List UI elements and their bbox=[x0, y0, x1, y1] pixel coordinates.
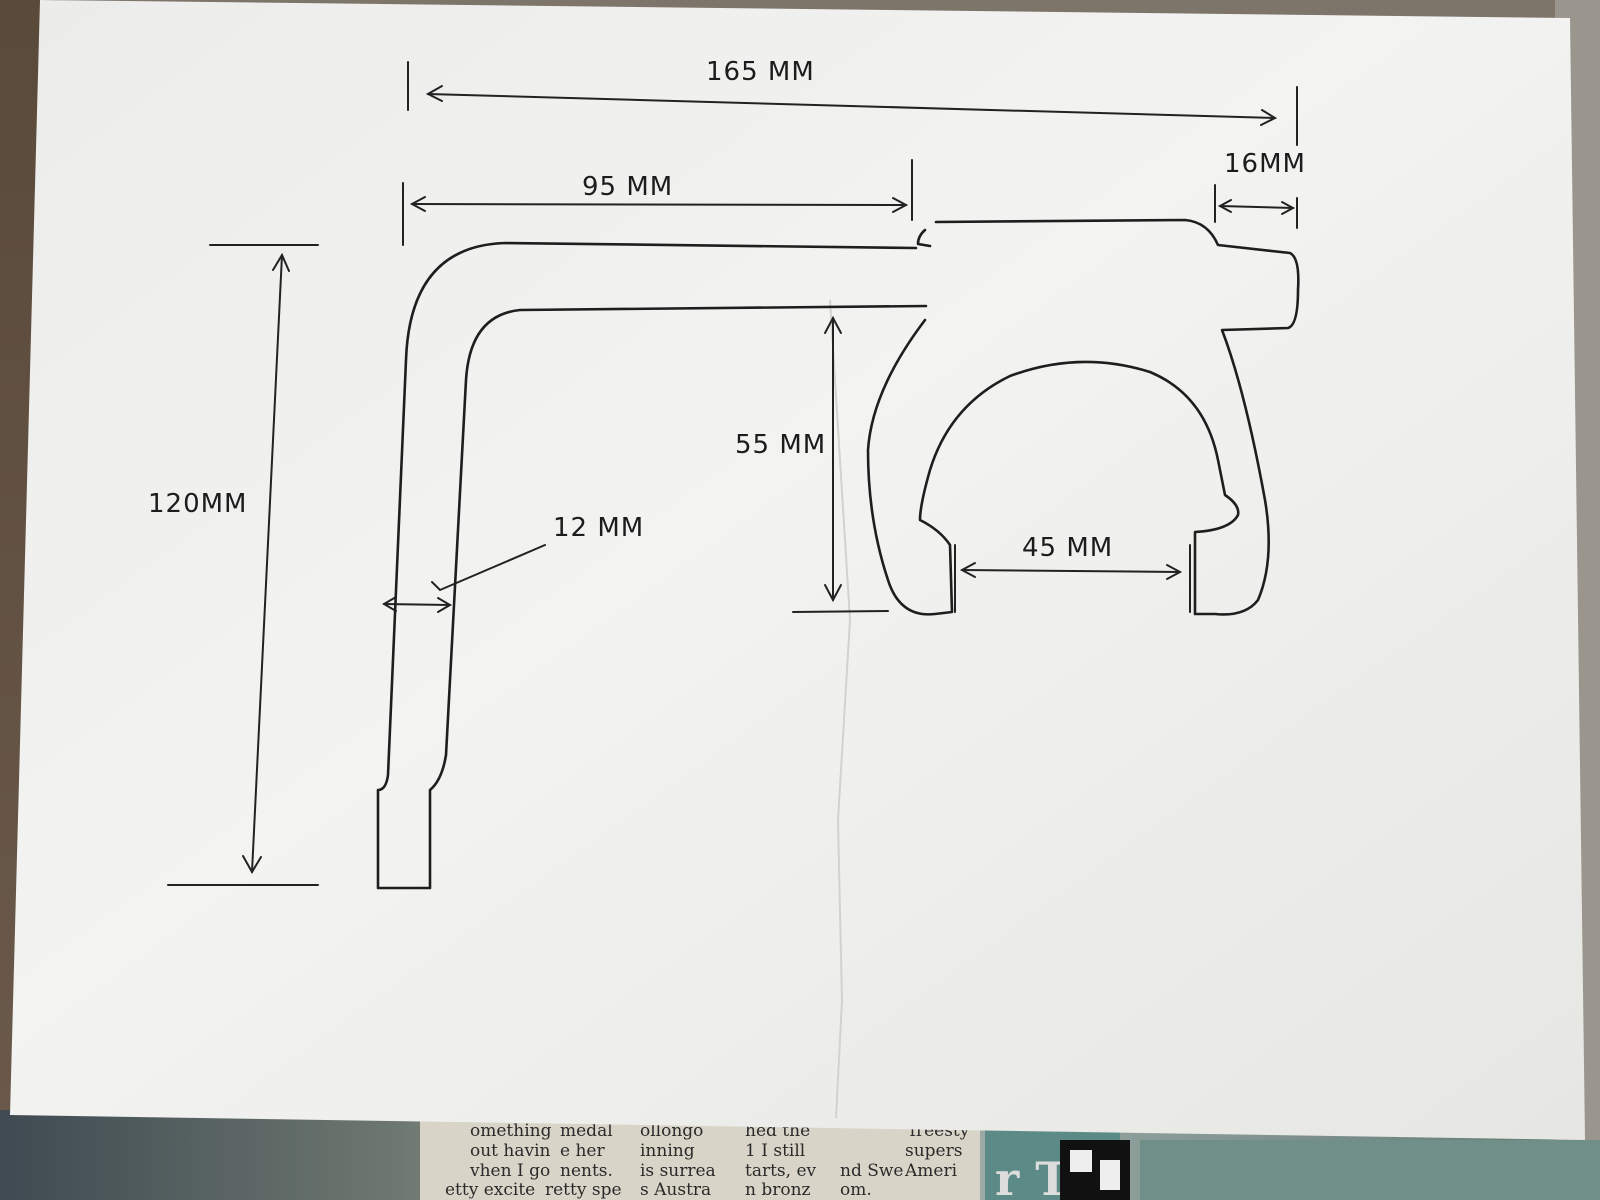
paper-sheet bbox=[10, 0, 1585, 1140]
label-tab-width: 16MM bbox=[1224, 149, 1306, 179]
label-thickness: 12 MM bbox=[553, 513, 644, 543]
label-overall-width: 165 MM bbox=[706, 57, 815, 87]
news-line: Ameri bbox=[904, 1161, 958, 1181]
dim-overall-width: 165 MM bbox=[407, 57, 1298, 146]
news-line: inning bbox=[640, 1141, 695, 1161]
news-line: nents. bbox=[560, 1161, 613, 1181]
news-line: 1 I still bbox=[745, 1141, 805, 1161]
news-line: omething bbox=[470, 1121, 552, 1141]
technical-drawing: 165 MM 95 MM 16MM 120MM bbox=[148, 57, 1306, 890]
bracket-clamp bbox=[866, 218, 1300, 616]
news-line: s Austra bbox=[640, 1180, 711, 1200]
newspaper-headline: r T bbox=[995, 1152, 1069, 1200]
label-opening-width: 45 MM bbox=[1022, 533, 1113, 563]
news-line: vhen I go bbox=[469, 1161, 550, 1181]
news-line: tarts, ev bbox=[745, 1161, 817, 1181]
news-line: retty spe bbox=[545, 1180, 622, 1200]
label-height: 120MM bbox=[148, 489, 248, 519]
news-line: ollongo bbox=[640, 1121, 703, 1141]
news-line: medal bbox=[560, 1121, 613, 1141]
news-line: e her bbox=[560, 1141, 605, 1161]
dim-tab-width: 16MM bbox=[1214, 149, 1306, 229]
newspaper-strip: r T bbox=[420, 1118, 1600, 1200]
news-line: nd Swe bbox=[840, 1161, 904, 1181]
news-line: etty excite bbox=[445, 1180, 535, 1200]
news-line: n bronz bbox=[745, 1180, 811, 1200]
news-line: is surrea bbox=[640, 1161, 716, 1181]
dim-height: 120MM bbox=[148, 244, 319, 886]
news-line: out havin bbox=[470, 1141, 551, 1161]
dim-upper-width: 95 MM bbox=[402, 159, 913, 246]
dim-gap-height: 55 MM bbox=[735, 315, 889, 613]
bracket-l-arm bbox=[376, 241, 928, 890]
newspaper-text-col-a: etty excite vhen I go out havin omething… bbox=[445, 1121, 970, 1200]
label-gap-height: 55 MM bbox=[735, 430, 826, 460]
label-upper-width: 95 MM bbox=[582, 172, 673, 202]
news-line: om. bbox=[840, 1180, 872, 1200]
news-line: supers bbox=[905, 1141, 962, 1161]
dim-opening-width: 45 MM bbox=[959, 533, 1183, 580]
